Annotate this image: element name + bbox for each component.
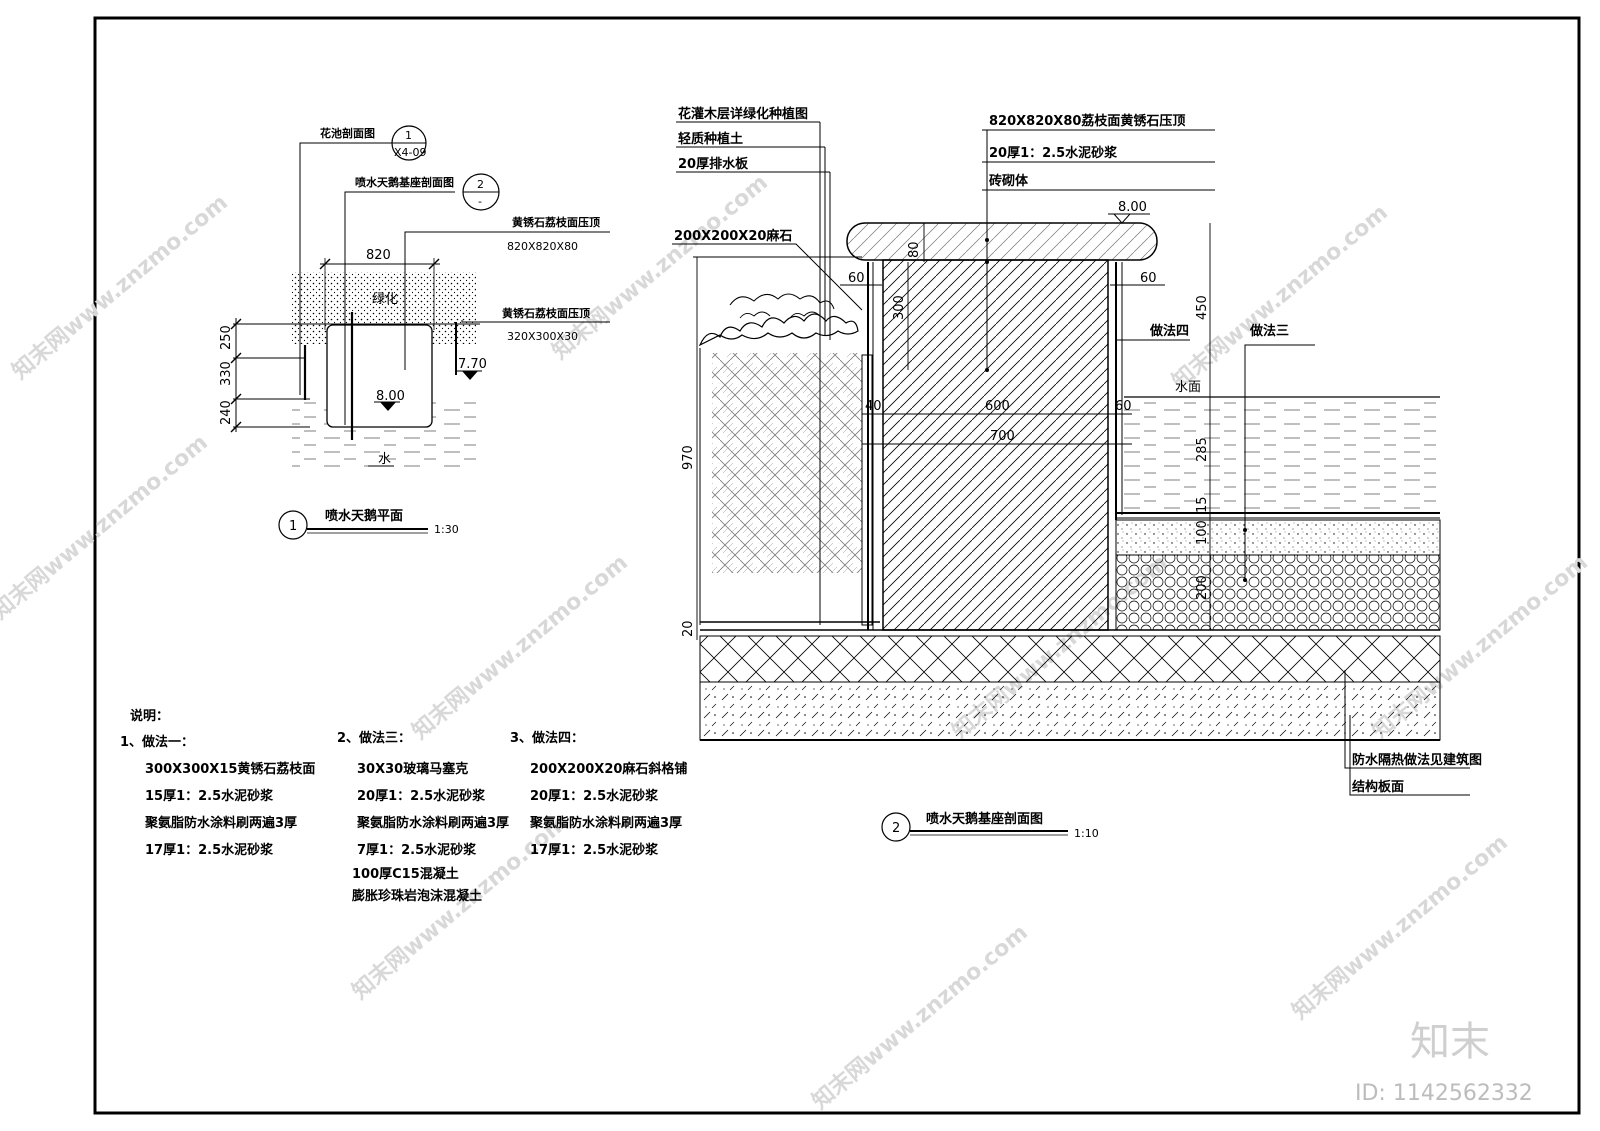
watermark-text: 知末网www.znzmo.com: [7, 189, 233, 384]
notes-heading: 说明：: [130, 708, 169, 724]
plan-title-num: 1: [289, 519, 297, 534]
dim-80: 80: [907, 241, 922, 258]
section-title-marker: [881, 812, 911, 842]
notes-col2-title: 2、做法三：: [337, 730, 411, 746]
section-drawing: 40 600 60 700 80 60 60 300 450 285 15 10…: [672, 106, 1482, 842]
struct-label: 结构板面: [1352, 779, 1404, 795]
notes-col3-title: 3、做法四：: [510, 730, 584, 746]
mortar-spec: 20厚1：2.5水泥砂浆: [989, 145, 1118, 161]
notes-block: 说明： 1、做法一： 300X300X15黄锈石荔枝面 15厚1：2.5水泥砂浆…: [120, 708, 687, 904]
dim-40: 40: [865, 399, 882, 414]
dim-20: 20: [681, 620, 696, 637]
planter-soil: [712, 353, 862, 573]
method3-label: 做法三: [1249, 323, 1289, 339]
notes-col2-line: 100厚C15混凝土: [352, 866, 459, 882]
ref1-num: 1: [405, 129, 412, 142]
concrete-layer: [1115, 519, 1441, 556]
section-title: 喷水天鹅基座剖面图: [926, 811, 1043, 827]
elev-7.70: 7.70: [458, 357, 487, 372]
watermark-text: 知末网www.znzmo.com: [347, 809, 573, 1004]
green-label: 绿化: [372, 292, 398, 307]
perlite-layer: [1115, 554, 1441, 631]
base-block: [326, 324, 433, 428]
pool-water: [1124, 397, 1440, 513]
dim-250: 250: [219, 325, 234, 350]
ref2-num: 2: [477, 178, 484, 191]
planting-label: 花灌木层详绿化种植图: [678, 106, 808, 122]
section-scale: 1:10: [1074, 827, 1099, 840]
watermark-text: 知末网www.znzmo.com: [407, 549, 633, 744]
shrub-outline: [698, 313, 859, 347]
ref1-label: 花池剖面图: [320, 126, 375, 140]
notes-col1-line: 17厚1：2.5水泥砂浆: [145, 842, 274, 858]
section-title-num: 2: [892, 821, 900, 836]
watermark-text: 知末网www.znzmo.com: [0, 429, 213, 624]
dim-970: 970: [681, 445, 696, 470]
drain-board-label: 20厚排水板: [678, 156, 749, 172]
watermark-text: 知末网www.znzmo.com: [1287, 829, 1513, 1024]
dim-300: 300: [892, 295, 907, 320]
coping-spec: 820X820X80荔枝面黄锈石压顶: [989, 113, 1185, 129]
brand-logo: 知末: [1410, 1019, 1490, 1065]
coping-size: 820X820X80: [507, 240, 578, 253]
notes-col1-line: 300X300X15黄锈石荔枝面: [145, 761, 315, 777]
granite-label: 200X200X20麻石: [674, 228, 792, 244]
notes-col3-line: 200X200X20麻石斜格铺: [530, 761, 687, 777]
notes-col2-line: 7厚1：2.5水泥砂浆: [357, 842, 477, 858]
notes-col2-line: 30X30玻璃马塞克: [357, 761, 468, 777]
plan-title-marker: [278, 510, 308, 540]
water-surface-label: 水面: [1175, 380, 1201, 395]
watermark-text: 知末网www.znzmo.com: [807, 919, 1033, 1114]
coping-label: 黄锈石荔枝面压顶: [512, 215, 600, 229]
dim-240: 240: [219, 400, 234, 425]
notes-col1-line: 15厚1：2.5水泥砂浆: [145, 788, 274, 804]
waterproof-layer: [699, 635, 1441, 683]
plan-scale: 1:30: [434, 523, 459, 536]
dim-700: 700: [990, 429, 1015, 444]
edge-size: 320X300X30: [507, 330, 578, 343]
waterproof-label: 防水隔热做法见建筑图: [1352, 752, 1482, 768]
elev-8.00: 8.00: [376, 389, 405, 404]
notes-col1-line: 聚氨脂防水涂料刷两遍3厚: [144, 815, 297, 831]
notes-col3-line: 17厚1：2.5水泥砂浆: [530, 842, 659, 858]
dim-60a: 60: [848, 271, 865, 286]
brick-body: [882, 259, 1109, 631]
ref2-label: 喷水天鹅基座剖面图: [355, 175, 454, 189]
dim-330: 330: [219, 361, 234, 386]
brick-spec: 砖砌体: [989, 173, 1029, 189]
dim-60b: 60: [1140, 271, 1157, 286]
notes-col1-title: 1、做法一：: [120, 734, 194, 750]
water-label: 水: [378, 452, 391, 467]
light-soil-label: 轻质种植土: [678, 131, 743, 147]
dim-450: 450: [1195, 295, 1210, 320]
image-id: ID: 1142562332: [1355, 1081, 1533, 1106]
notes-col2-line: 膨胀珍珠岩泡沫混凝土: [351, 888, 482, 904]
coping-stone: [846, 222, 1158, 261]
plan-drawing: 250 330 240 820 绿化 水 8.00 7.70 花池剖面图 1 X: [219, 125, 610, 540]
method4-label: 做法四: [1149, 323, 1189, 339]
plan-title: 喷水天鹅平面: [325, 508, 403, 524]
structural-slab: [699, 681, 1441, 741]
notes-col3-line: 聚氨脂防水涂料刷两遍3厚: [529, 815, 682, 831]
ref2-sheet: -: [478, 195, 482, 208]
dim-820: 820: [366, 248, 391, 263]
elev-top: 8.00: [1118, 200, 1147, 215]
sheet-border: [93, 16, 1581, 1115]
edge-label: 黄锈石荔枝面压顶: [502, 306, 590, 320]
notes-col2-line: 聚氨脂防水涂料刷两遍3厚: [356, 815, 509, 831]
notes-col2-line: 20厚1：2.5水泥砂浆: [357, 788, 486, 804]
notes-col3-line: 20厚1：2.5水泥砂浆: [530, 788, 659, 804]
ref1-sheet: X4-09: [394, 146, 427, 159]
dim-600: 600: [985, 399, 1010, 414]
